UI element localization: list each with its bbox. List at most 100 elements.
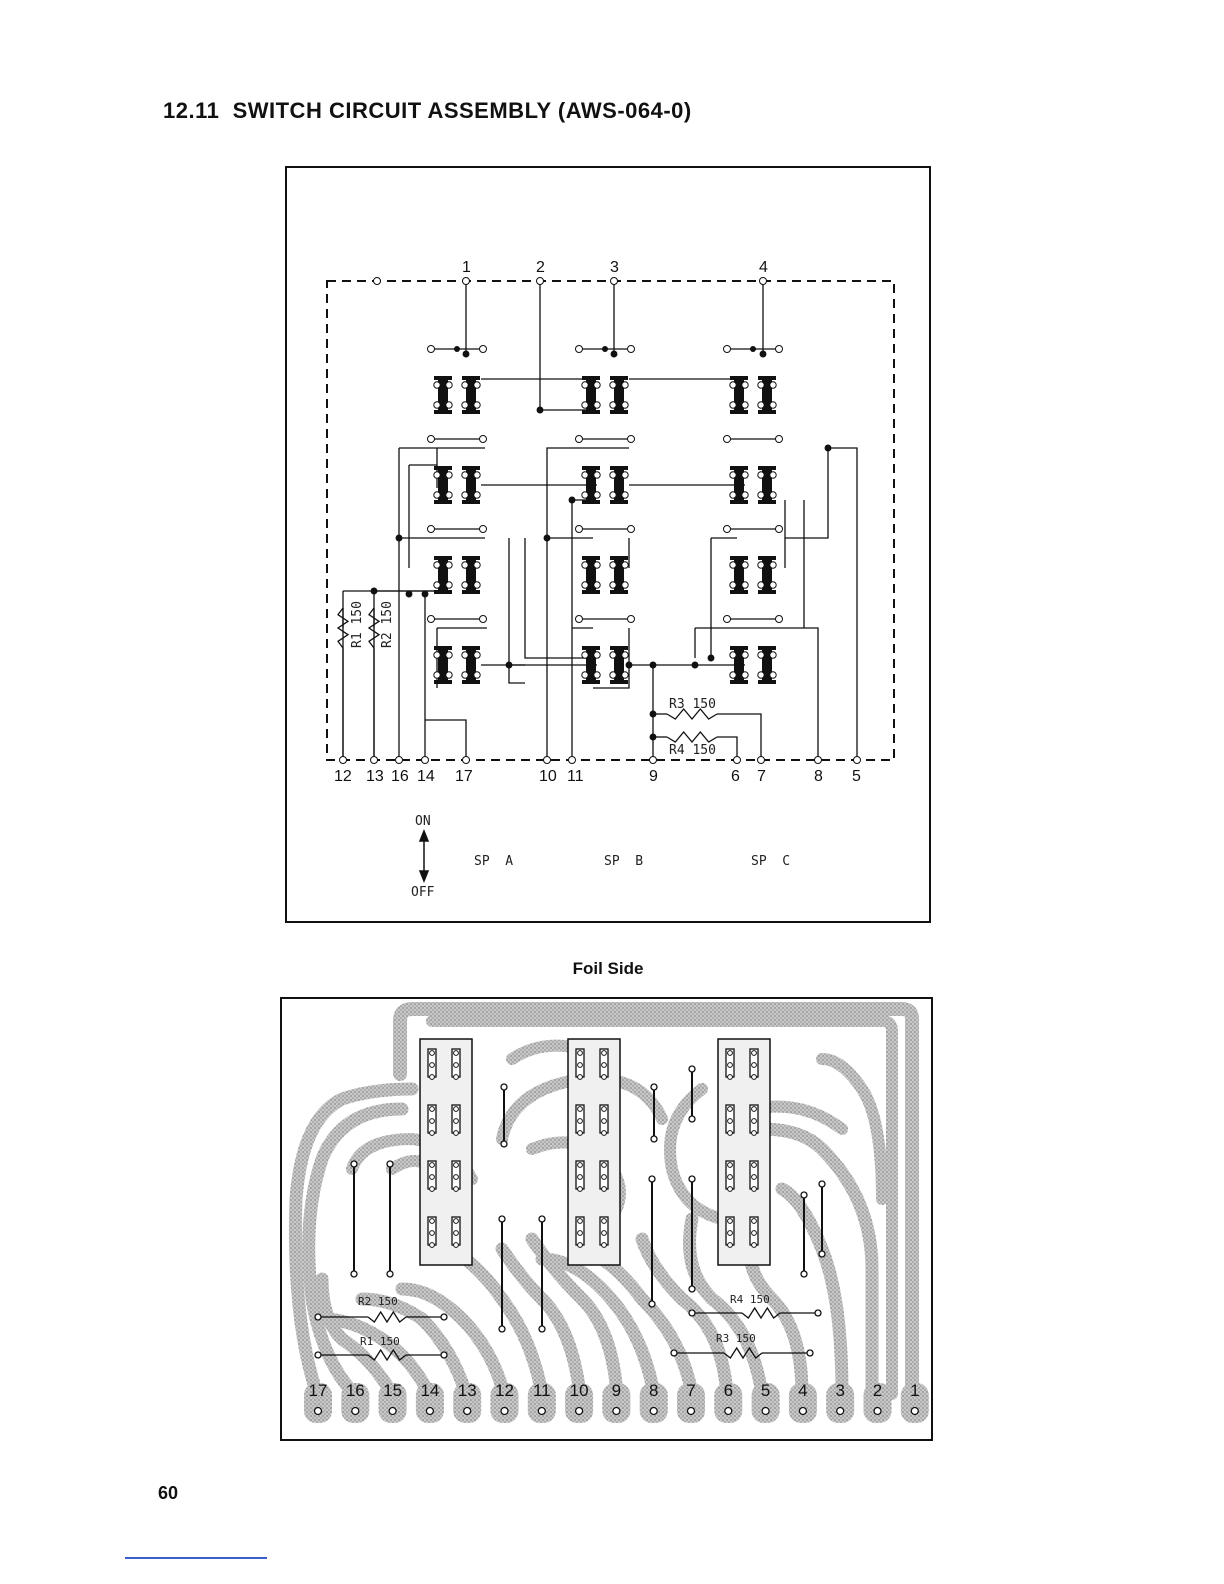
switch-blade-cap <box>610 590 628 594</box>
contact-terminal <box>724 526 731 533</box>
switch-blade-cap <box>434 646 452 650</box>
switch-contact <box>434 492 440 498</box>
switch-contact <box>434 382 440 388</box>
wire-segment <box>717 737 737 760</box>
terminal-label-14: 14 <box>417 768 435 785</box>
junction-dot <box>537 407 543 413</box>
terminal-label-7: 7 <box>757 768 766 785</box>
switch-contact <box>730 472 736 478</box>
edge-pad-hole <box>613 1408 620 1415</box>
resistor-pad <box>671 1350 677 1356</box>
switch-contact <box>758 472 764 478</box>
switch-blade-cap <box>434 590 452 594</box>
contact-terminal <box>628 346 635 353</box>
pcb-r2-label: R2 150 <box>358 1295 398 1308</box>
switch-contact <box>758 382 764 388</box>
switch-contact <box>758 582 764 588</box>
switch-blade-cap <box>582 410 600 414</box>
resistor-pad <box>441 1314 447 1320</box>
terminal-label-17: 17 <box>455 768 473 785</box>
switch-pin <box>430 1231 435 1236</box>
jumper-pad <box>649 1301 655 1307</box>
switch-pin <box>430 1219 435 1224</box>
switch-pin <box>454 1119 459 1124</box>
contact-terminal <box>576 526 583 533</box>
contact-terminal <box>428 616 435 623</box>
switch-pin <box>602 1075 607 1080</box>
page-title: 12.11 SWITCH CIRCUIT ASSEMBLY (AWS-064-0… <box>163 98 692 124</box>
switch-contact <box>462 382 468 388</box>
switch-contact <box>594 402 600 408</box>
switch-pin <box>578 1175 583 1180</box>
switch-blade <box>586 466 596 504</box>
switch-contact <box>742 582 748 588</box>
switch-contact <box>462 472 468 478</box>
edge-pad-hole <box>315 1408 322 1415</box>
switch-blade-cap <box>434 410 452 414</box>
switch-contact <box>610 472 616 478</box>
terminal-label-3: 3 <box>610 259 619 276</box>
switch-pin <box>578 1131 583 1136</box>
switch-contact <box>610 402 616 408</box>
switch-blade-cap <box>462 590 480 594</box>
switch-contact <box>474 672 480 678</box>
switch-contact <box>622 472 628 478</box>
terminal-label-16: 16 <box>391 768 409 785</box>
edge-pad-hole <box>874 1408 881 1415</box>
switch-contact <box>594 472 600 478</box>
switch-contact <box>462 562 468 568</box>
terminal-label-4: 4 <box>759 259 768 276</box>
resistor-r2-label: R2 150 <box>380 601 395 648</box>
switch-blade-cap <box>610 680 628 684</box>
pad-number-label: 4 <box>798 1381 807 1400</box>
pad-number-label: 11 <box>533 1381 551 1400</box>
switch-blade-cap <box>582 466 600 470</box>
switch-contact <box>474 582 480 588</box>
pad-number-label: 14 <box>420 1381 439 1400</box>
switch-pin <box>454 1063 459 1068</box>
switch-contact <box>622 672 628 678</box>
resistor-r4-label: R4 150 <box>669 743 716 758</box>
jumper-pad <box>819 1181 825 1187</box>
switch-pin <box>578 1163 583 1168</box>
terminal-label-9: 9 <box>649 768 658 785</box>
switch-contact <box>462 402 468 408</box>
schematic-diagram: 1 2 3 4 12 13 16 14 17 10 11 9 <box>285 166 931 923</box>
wire-segment <box>737 628 818 760</box>
switch-pin <box>752 1107 757 1112</box>
switch-pin <box>454 1243 459 1248</box>
switch-contact <box>434 652 440 658</box>
common-contact <box>750 346 756 352</box>
switch-blade <box>734 466 744 504</box>
switch-blade <box>762 466 772 504</box>
switch-pin <box>728 1231 733 1236</box>
switch-blade <box>466 376 476 414</box>
pad-number-label: 2 <box>873 1381 882 1400</box>
copper-trace <box>670 1089 722 1219</box>
switch-pin <box>752 1243 757 1248</box>
contact-terminal <box>428 526 435 533</box>
switch-pin <box>752 1163 757 1168</box>
speaker-c-label: SP C <box>751 854 790 869</box>
switch-contact <box>594 492 600 498</box>
pad-number-label: 16 <box>346 1381 365 1400</box>
switch-pin <box>728 1219 733 1224</box>
switch-contact <box>742 492 748 498</box>
jumper-pad <box>539 1326 545 1332</box>
contact-terminal <box>628 436 635 443</box>
jumper-pad <box>689 1066 695 1072</box>
switch-contact <box>730 582 736 588</box>
switch-contact <box>610 652 616 658</box>
junction-dot <box>825 445 831 451</box>
switch-contact <box>770 402 776 408</box>
switch-blade-cap <box>758 556 776 560</box>
switch-contact <box>742 382 748 388</box>
jumper-pad <box>499 1326 505 1332</box>
terminal-label-5: 5 <box>852 768 861 785</box>
jumper-pad <box>351 1271 357 1277</box>
switch-blade-cap <box>758 500 776 504</box>
switch-contact <box>594 562 600 568</box>
switch-blade-cap <box>758 376 776 380</box>
switch-contact <box>594 672 600 678</box>
terminal-label-6: 6 <box>731 768 740 785</box>
